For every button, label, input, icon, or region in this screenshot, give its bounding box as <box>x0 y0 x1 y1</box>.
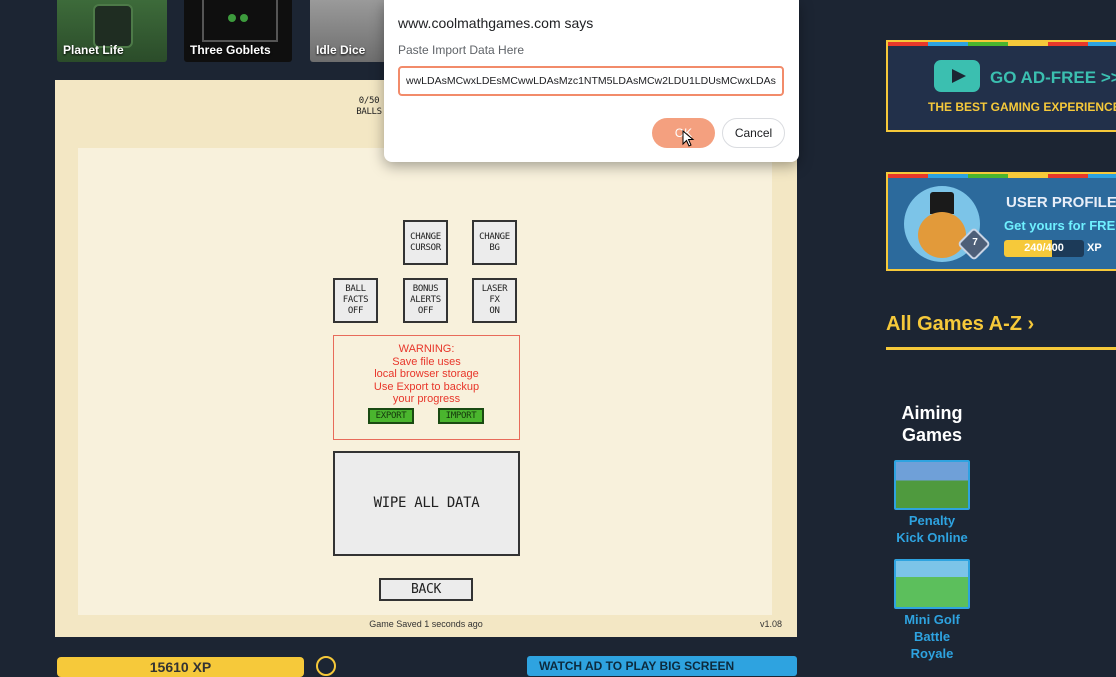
level-number: 7 <box>972 237 978 248</box>
penalty-kick-thumbnail[interactable] <box>894 460 970 510</box>
save-warning-box: WARNING: Save file uses local browser st… <box>333 335 520 440</box>
cancel-button[interactable]: Cancel <box>722 118 785 148</box>
mini-golf-thumbnail[interactable] <box>894 559 970 609</box>
ball-facts-toggle[interactable]: BALL FACTS OFF <box>333 278 378 323</box>
lion-face-icon <box>918 212 966 258</box>
xp-progress-fill <box>1004 240 1052 257</box>
mini-golf-link[interactable]: Mini Golf Battle Royale <box>904 612 960 661</box>
version-label: v1.08 <box>760 619 783 629</box>
import-prompt-dialog: www.coolmathgames.com says Paste Import … <box>384 0 799 162</box>
thumbnail-label: Three Goblets <box>190 43 271 57</box>
laser-fx-toggle[interactable]: LASER FX ON <box>472 278 517 323</box>
category-title: Aiming Games <box>901 403 963 445</box>
user-profile-title: USER PROFILE <box>1006 194 1116 211</box>
wipe-all-data-button[interactable]: WIPE ALL DATA <box>333 451 520 556</box>
user-profile-banner[interactable]: 7 USER PROFILE Get yours for FREE 240/40… <box>886 172 1116 271</box>
thumbnail-label: Planet Life <box>63 43 124 57</box>
ring-icon[interactable] <box>316 656 336 676</box>
top-hat-icon <box>930 192 954 214</box>
thumbnail-label: Idle Dice <box>316 43 366 57</box>
import-button[interactable]: IMPORT <box>438 408 484 424</box>
goblet-ball-icon <box>240 14 248 22</box>
export-button[interactable]: EXPORT <box>368 408 414 424</box>
all-games-link[interactable]: All Games A-Z › <box>886 313 1035 335</box>
ball-counter: 0/50 BALLS <box>356 96 382 117</box>
bonus-alerts-toggle[interactable]: BONUS ALERTS OFF <box>403 278 448 323</box>
change-cursor-button[interactable]: CHANGE CURSOR <box>403 220 448 265</box>
save-warning-text: WARNING: Save file uses local browser st… <box>373 343 480 405</box>
xp-progress-bar: 240/400 <box>1004 240 1084 257</box>
goblet-ball-icon <box>228 14 236 22</box>
penalty-kick-link[interactable]: Penalty Kick Online <box>896 513 968 545</box>
three-goblets-art <box>202 0 278 42</box>
watch-ad-button[interactable]: WATCH AD TO PLAY BIG SCREEN <box>527 656 797 676</box>
dialog-prompt: Paste Import Data Here <box>398 43 525 57</box>
user-profile-subtitle: Get yours for FREE <box>1004 218 1116 233</box>
color-stripe <box>888 174 1116 178</box>
go-ad-free-title: GO AD-FREE >> <box>990 68 1116 87</box>
play-icon <box>934 60 980 92</box>
planet-life-art <box>93 4 133 48</box>
game-canvas[interactable]: 0/50 BALLS CHANGE CURSOR CHANGE BG BALL … <box>55 80 797 637</box>
go-ad-free-banner[interactable]: GO AD-FREE >> THE BEST GAMING EXPERIENCE <box>886 40 1116 132</box>
xp-bar: 15610 XP <box>57 657 304 677</box>
game-thumbnail-planet-life[interactable]: Planet Life <box>57 0 167 62</box>
go-ad-free-subtitle: THE BEST GAMING EXPERIENCE <box>928 100 1116 114</box>
divider <box>886 347 1116 350</box>
game-thumbnail-three-goblets[interactable]: Three Goblets <box>184 0 292 62</box>
change-bg-button[interactable]: CHANGE BG <box>472 220 517 265</box>
mouse-cursor-icon <box>682 130 695 147</box>
save-status: Game Saved 1 seconds ago <box>369 619 483 629</box>
xp-suffix: XP <box>1087 242 1102 254</box>
game-thumbnail-idle-dice[interactable]: Idle Dice <box>310 0 390 62</box>
import-data-input[interactable] <box>398 66 784 96</box>
dialog-origin: www.coolmathgames.com says <box>398 15 594 31</box>
back-button[interactable]: BACK <box>379 578 473 601</box>
xp-progress-text: 240/400 <box>1024 242 1064 254</box>
color-stripe <box>888 42 1116 46</box>
